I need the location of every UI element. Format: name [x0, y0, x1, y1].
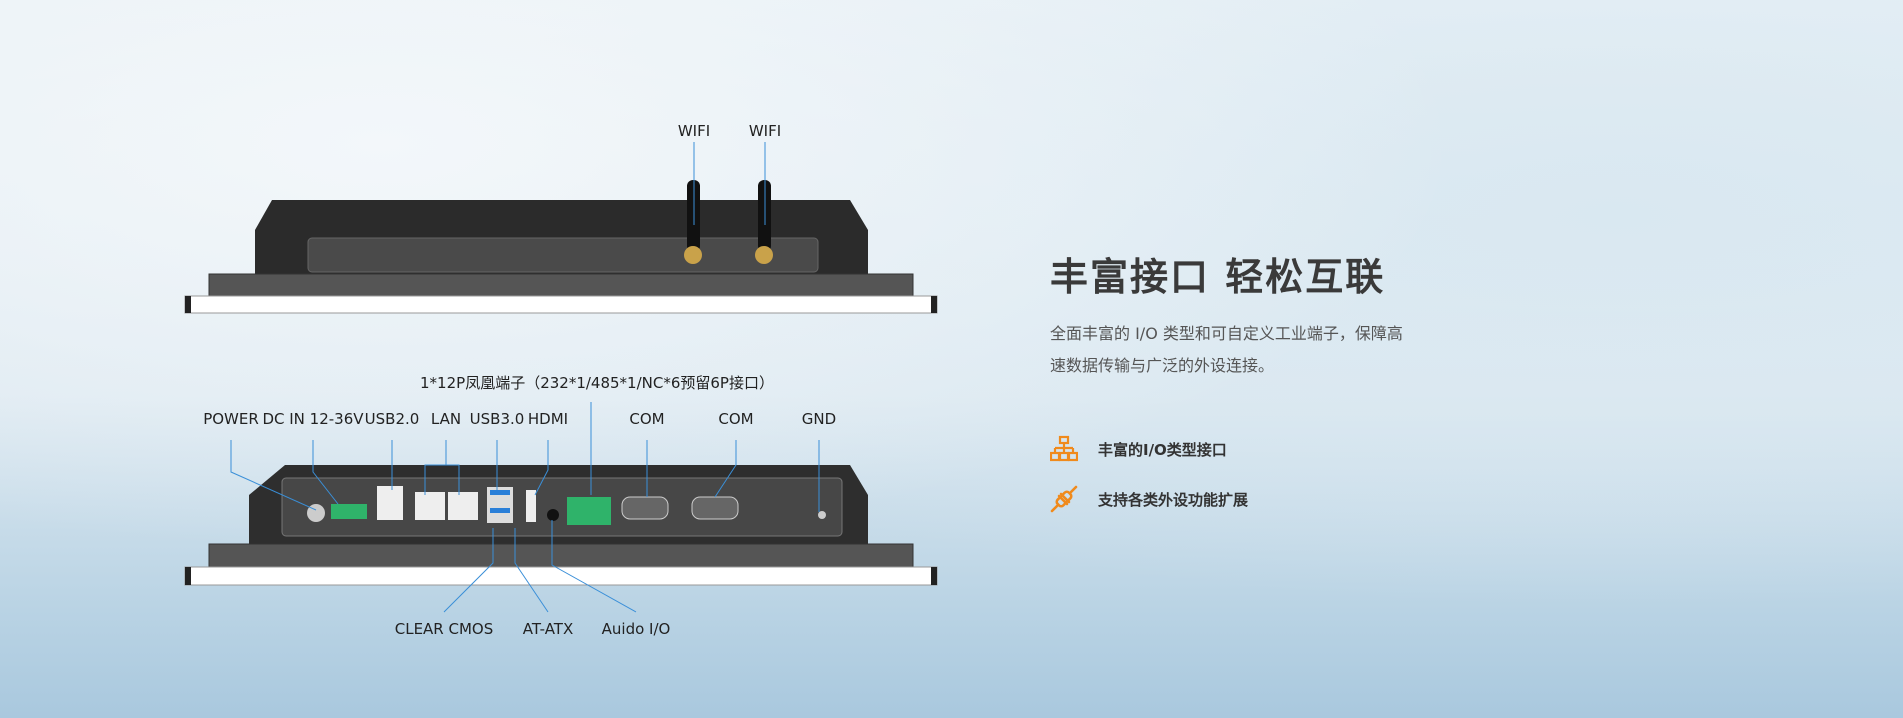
- power-label: POWER: [203, 410, 259, 428]
- network-hierarchy-icon: [1050, 435, 1078, 462]
- device-top-view: [184, 142, 938, 314]
- hdmi-label: HDMI: [527, 410, 569, 428]
- at-atx-label: AT-ATX: [522, 620, 574, 638]
- leader-lines: [230, 402, 820, 613]
- com1-label: COM: [629, 410, 665, 428]
- gnd-label: GND: [801, 410, 837, 428]
- feature-label: 支持各类外设功能扩展: [1098, 490, 1249, 509]
- dc-in-label: DC IN 12-36V: [262, 410, 364, 428]
- feature-item: 丰富的I/O类型接口: [1050, 435, 1227, 463]
- com2-label: COM: [718, 410, 754, 428]
- usb3-label: USB3.0: [469, 410, 525, 428]
- feature-label: 丰富的I/O类型接口: [1098, 440, 1227, 459]
- device-io-view: [184, 465, 938, 586]
- usb2-label: USB2.0: [364, 410, 420, 428]
- section-title: 丰富接口 轻松互联: [1050, 255, 1386, 299]
- section-description: 全面丰富的 I/O 类型和可自定义工业端子，保障高速数据传输与广泛的外设连接。: [1050, 324, 1403, 375]
- feature-item: 支持各类外设功能扩展: [1050, 485, 1248, 513]
- wifi-label: WIFI: [748, 122, 782, 140]
- wifi-label: WIFI: [677, 122, 711, 140]
- lan-label: LAN: [430, 410, 462, 428]
- plug-icon: [1050, 485, 1078, 513]
- clear-cmos-label: CLEAR CMOS: [394, 620, 494, 638]
- audio-io-label: Auido I/O: [601, 620, 671, 638]
- terminal-label: 1*12P凤凰端子（232*1/485*1/NC*6预留6P接口）: [420, 374, 774, 392]
